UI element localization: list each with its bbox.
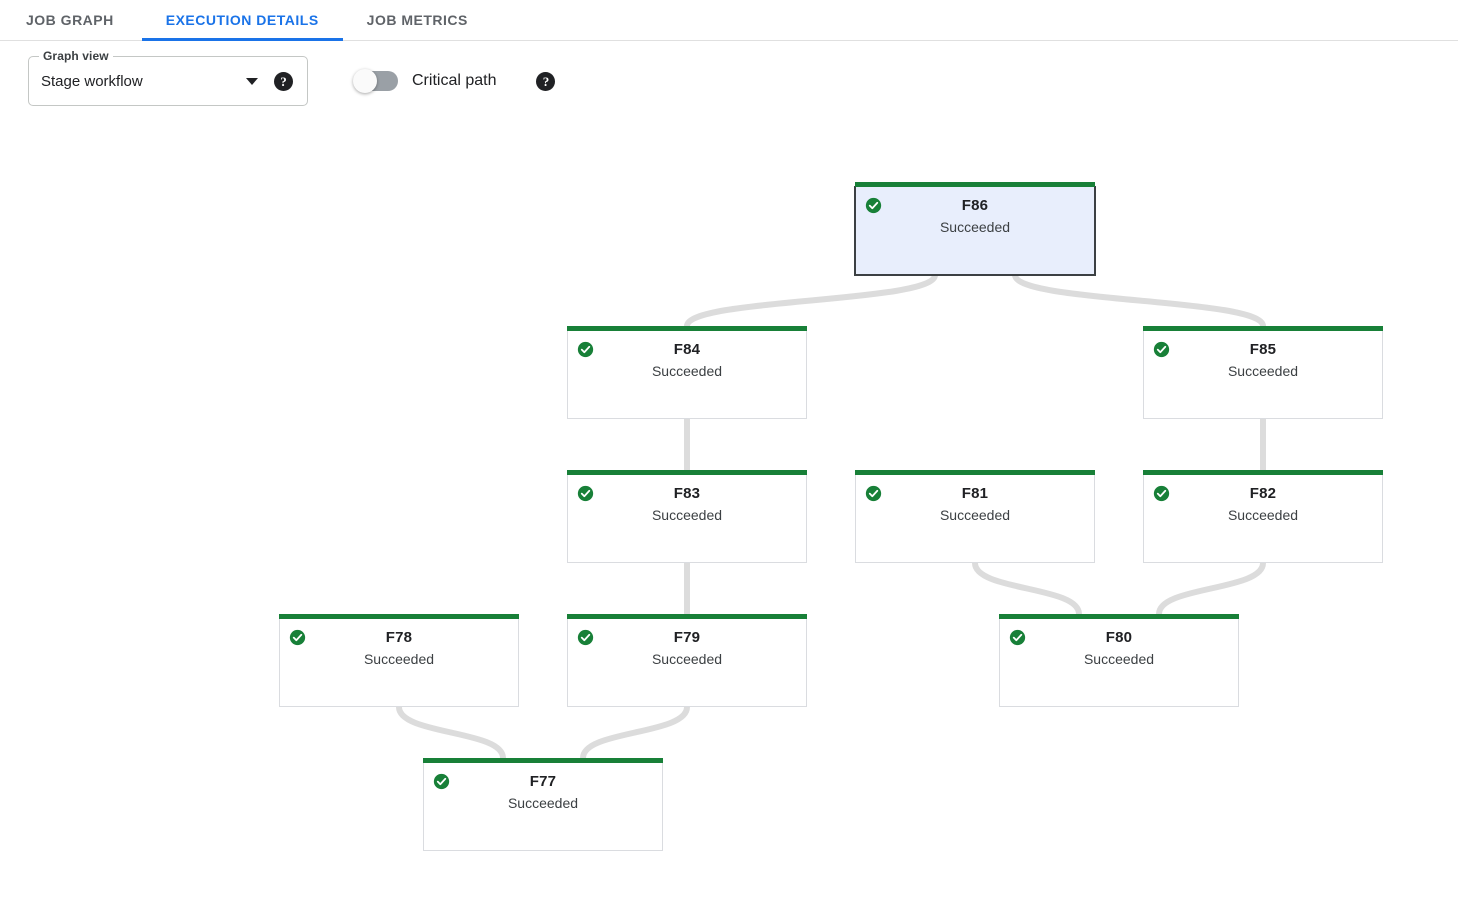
graph-edge-f82-f80 (1156, 560, 1266, 617)
node-title: F78 (385, 629, 413, 646)
success-check-icon (289, 629, 306, 646)
success-check-icon (577, 341, 594, 358)
toggle-knob (353, 69, 377, 93)
tab-bar: JOB GRAPH EXECUTION DETAILS JOB METRICS (0, 0, 1458, 41)
tab-job-graph[interactable]: JOB GRAPH (26, 0, 142, 41)
node-status-label: Succeeded (1083, 651, 1155, 667)
node-title: F86 (961, 197, 989, 214)
node-title: F79 (673, 629, 701, 646)
node-status-label: Succeeded (939, 219, 1011, 235)
graph-edge-f78-f77 (396, 704, 506, 761)
success-check-icon (865, 485, 882, 502)
graph-edge-f86-f84 (684, 272, 938, 329)
critical-path-toggle[interactable] (353, 69, 398, 93)
node-status-label: Succeeded (939, 507, 1011, 523)
graph-edge-f86-f85 (1012, 272, 1266, 329)
graph-view-value: Stage workflow (41, 72, 143, 90)
node-status-bar (567, 470, 807, 475)
success-check-icon (433, 773, 450, 790)
graph-view-select[interactable]: Graph view Stage workflow ? (28, 49, 308, 106)
node-status-label: Succeeded (651, 651, 723, 667)
success-check-icon (1153, 485, 1170, 502)
controls-row: Graph view Stage workflow ? Critical pat… (0, 41, 1458, 121)
success-check-icon (577, 629, 594, 646)
graph-edge-f81-f80 (972, 560, 1082, 617)
help-icon-critical-path[interactable]: ? (536, 71, 556, 91)
success-check-icon (1009, 629, 1026, 646)
node-status-bar (999, 614, 1239, 619)
tab-job-metrics[interactable]: JOB METRICS (343, 0, 492, 41)
node-title: F80 (1105, 629, 1133, 646)
node-title: F77 (529, 773, 557, 790)
node-status-label: Succeeded (1227, 363, 1299, 379)
node-title: F82 (1249, 485, 1277, 502)
node-status-label: Succeeded (651, 363, 723, 379)
node-title: F85 (1249, 341, 1277, 358)
node-status-bar (1143, 326, 1383, 331)
node-status-bar (423, 758, 663, 763)
node-title: F81 (961, 485, 989, 502)
node-status-bar (855, 182, 1095, 187)
node-title: F83 (673, 485, 701, 502)
node-status-bar (279, 614, 519, 619)
node-status-label: Succeeded (507, 795, 579, 811)
graph-view-legend: Graph view (39, 49, 113, 63)
tab-job-graph-label: JOB GRAPH (26, 12, 114, 28)
tab-job-metrics-label: JOB METRICS (366, 12, 468, 28)
node-status-label: Succeeded (363, 651, 435, 667)
node-status-label: Succeeded (1227, 507, 1299, 523)
critical-path-group: Critical path ? (353, 69, 556, 93)
chevron-down-icon[interactable] (246, 77, 258, 85)
help-icon-graph-view[interactable]: ? (274, 71, 293, 91)
node-status-bar (1143, 470, 1383, 475)
node-status-bar (855, 470, 1095, 475)
node-status-label: Succeeded (651, 507, 723, 523)
tab-execution-details-label: EXECUTION DETAILS (165, 12, 319, 28)
node-status-bar (567, 614, 807, 619)
critical-path-label: Critical path (412, 72, 497, 89)
success-check-icon (577, 485, 594, 502)
success-check-icon (865, 197, 882, 214)
graph-edge-f79-f77 (580, 704, 690, 761)
success-check-icon (1153, 341, 1170, 358)
node-title: F84 (673, 341, 701, 358)
tab-execution-details[interactable]: EXECUTION DETAILS (141, 0, 343, 41)
node-status-bar (567, 326, 807, 331)
